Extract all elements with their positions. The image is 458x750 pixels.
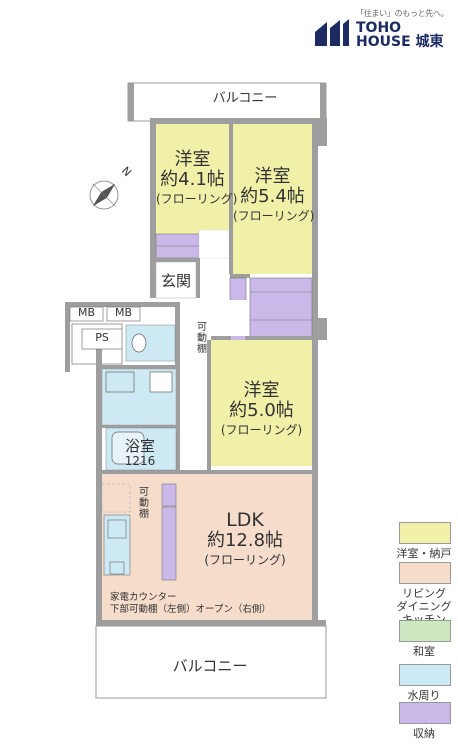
room-5-4-name: 洋室 bbox=[254, 166, 291, 187]
balcony-bottom-label: バルコニー bbox=[172, 657, 248, 675]
legend-item: 和室 bbox=[392, 620, 458, 658]
ldk bbox=[101, 474, 312, 620]
ldk-floor: (フローリング) bbox=[204, 552, 286, 567]
movable-shelf-label-2: 可動棚 bbox=[139, 487, 149, 520]
legend-swatch bbox=[399, 702, 451, 724]
room-5-0-floor: (フローリング) bbox=[220, 422, 303, 437]
bath-name: 浴室 bbox=[124, 437, 155, 455]
legend-label: 収納 bbox=[413, 727, 435, 740]
mb-ps bbox=[69, 306, 141, 365]
house-logo-icon bbox=[315, 19, 349, 46]
room-5-0-name: 洋室 bbox=[243, 380, 280, 401]
interior-walls bbox=[96, 124, 312, 474]
western-room-5-0 bbox=[211, 340, 312, 466]
room-4-1-size: 約4.1帖 bbox=[160, 168, 225, 190]
brand-logo bbox=[313, 8, 458, 52]
counter-note-line1: 家電カウンター bbox=[110, 592, 177, 603]
ldk-label: LDK 約12.8帖 (フローリング) bbox=[180, 510, 310, 567]
brand-name: TOHO bbox=[356, 20, 402, 36]
bath-label: 浴室 1216 bbox=[112, 438, 168, 468]
western-room-4-1 bbox=[155, 124, 230, 259]
room-4-1-floor: (フローリング) bbox=[156, 191, 238, 206]
ldk-size: 約12.8帖 bbox=[206, 529, 284, 551]
balcony-top-label: バルコニー bbox=[212, 91, 278, 106]
movable-shelf-label-1: 可動棚 bbox=[197, 322, 207, 355]
legend-label: 和室 bbox=[413, 645, 435, 658]
legend-label: 洋室・納戸 bbox=[396, 547, 452, 560]
legend-label: 水周り bbox=[407, 689, 441, 702]
room-5-4-size: 約5.4帖 bbox=[240, 185, 305, 207]
toilet bbox=[125, 324, 176, 362]
north-compass-icon bbox=[89, 180, 119, 210]
room-5-4-floor: (フローリング) bbox=[233, 208, 315, 223]
brand-name-line2: HOUSE 城東 bbox=[356, 34, 444, 50]
legend-item: 洋室・納戸 bbox=[392, 522, 458, 560]
mb-label-1: MB bbox=[77, 306, 96, 319]
room-5-0-size: 約5.0帖 bbox=[229, 399, 294, 421]
room-5-0-label: 洋室 約5.0帖 (フローリング) bbox=[211, 381, 312, 437]
room-5-4-label: 洋室 約5.4帖 (フローリング) bbox=[233, 166, 315, 223]
mb-label-2: MB bbox=[114, 306, 133, 319]
room-4-1-name: 洋室 bbox=[174, 149, 211, 170]
bathroom bbox=[105, 427, 177, 471]
room-4-1-label: 洋室 約4.1帖 (フローリング) bbox=[156, 149, 238, 206]
brand-tagline: 「住まい」のもっと先へ。 bbox=[356, 9, 449, 18]
legend-item: 水周り bbox=[392, 664, 458, 702]
legend-swatch bbox=[399, 664, 451, 686]
legend-swatch bbox=[399, 562, 451, 584]
counter-note-line2: 下部可動棚（左側）オープン（右側） bbox=[110, 604, 271, 615]
legend-swatch bbox=[399, 620, 451, 642]
legend-item: 収納 bbox=[392, 702, 458, 740]
ldk-name: LDK bbox=[226, 509, 264, 531]
balcony-bottom bbox=[95, 625, 327, 699]
legend-item: リビング ダイニング キッチン bbox=[392, 562, 458, 626]
ps-label: PS bbox=[95, 331, 109, 344]
legend-swatch bbox=[399, 522, 451, 544]
corridor bbox=[180, 300, 248, 470]
bath-size: 1216 bbox=[124, 453, 156, 468]
western-room-5-4 bbox=[233, 124, 313, 339]
washroom bbox=[101, 368, 177, 426]
entrance-label: 玄関 bbox=[160, 272, 191, 290]
